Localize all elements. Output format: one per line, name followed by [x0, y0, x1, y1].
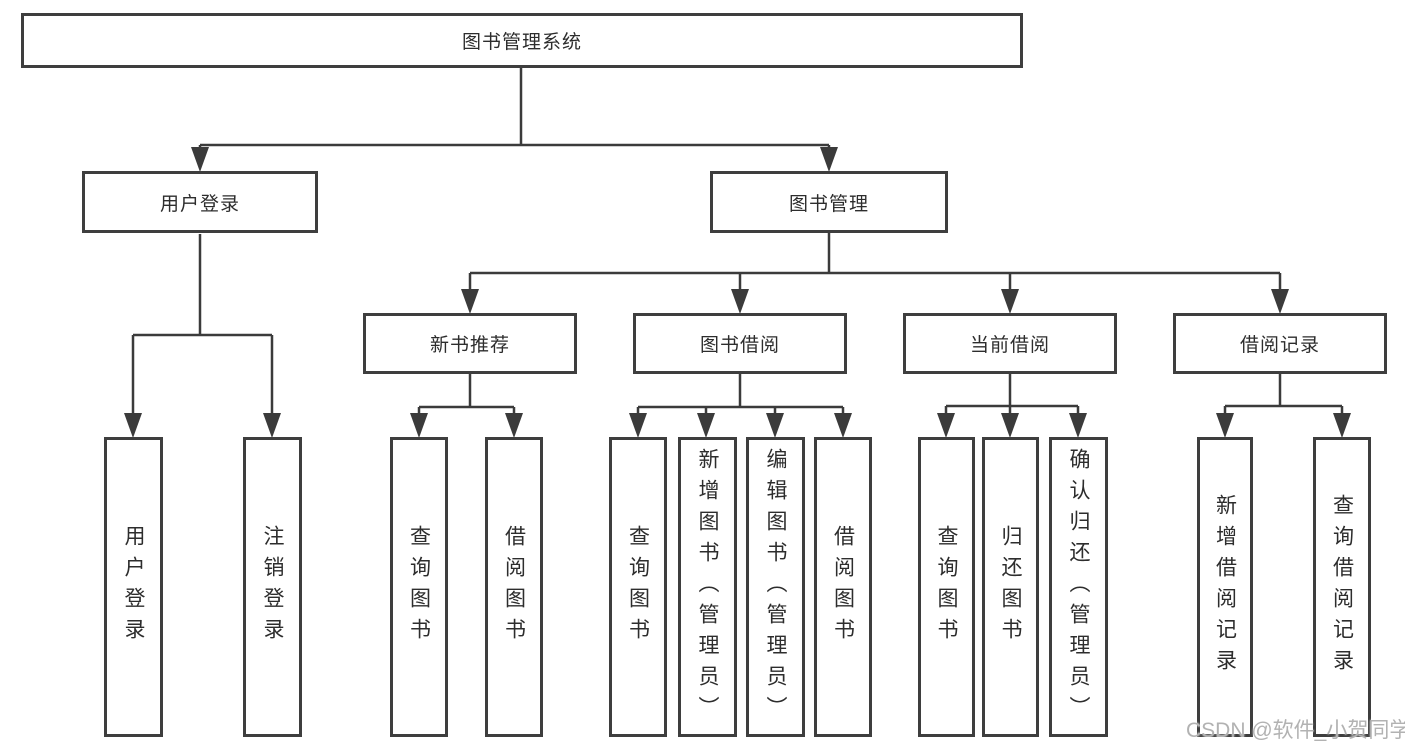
leaf-borrow-books-recommend: 借阅图书: [485, 437, 543, 737]
node-label: 借阅记录: [1239, 335, 1320, 356]
node-book-borrow: 图书借阅: [633, 313, 847, 374]
node-label: 图书借阅: [699, 335, 780, 356]
node-label: 新增借阅记录: [1213, 494, 1237, 680]
leaf-return-books: 归还图书: [982, 437, 1039, 737]
leaf-edit-books-admin: 编辑图书（管理员）: [746, 437, 805, 737]
node-label: 借阅图书: [502, 525, 526, 649]
leaf-confirm-return-admin: 确认归还（管理员）: [1049, 437, 1108, 737]
leaf-add-borrow-record: 新增借阅记录: [1197, 437, 1253, 737]
leaf-add-books-admin: 新增图书（管理员）: [678, 437, 737, 737]
node-label: 图书管理系统: [461, 32, 582, 53]
node-label: 借阅图书: [831, 525, 855, 649]
csdn-watermark: CSDN @软件_小贺同学: [1186, 719, 1405, 742]
node-library-management-system: 图书管理系统: [21, 13, 1023, 68]
node-label: 查询图书: [935, 525, 958, 649]
node-label: 用户登录: [122, 525, 145, 649]
node-label: 用户登录: [159, 193, 240, 215]
leaf-logout: 注销登录: [243, 437, 302, 737]
node-label: 查询图书: [626, 525, 650, 649]
node-label: 编辑图书（管理员）: [764, 447, 787, 727]
node-current-borrow: 当前借阅: [903, 313, 1117, 374]
node-book-management: 图书管理: [710, 171, 948, 233]
node-label: 确认归还（管理员）: [1067, 447, 1090, 727]
leaf-query-books-borrow: 查询图书: [609, 437, 667, 737]
leaf-query-books-current: 查询图书: [918, 437, 975, 737]
node-label: 查询借阅记录: [1330, 494, 1354, 680]
node-label: 注销登录: [261, 525, 284, 649]
node-borrow-records: 借阅记录: [1173, 313, 1387, 374]
node-label: 图书管理: [788, 193, 869, 215]
node-label: 归还图书: [999, 525, 1022, 649]
node-user-login: 用户登录: [82, 171, 318, 233]
node-label: 新增图书（管理员）: [696, 447, 719, 727]
leaf-query-books-recommend: 查询图书: [390, 437, 448, 737]
node-label: 新书推荐: [429, 335, 510, 356]
node-label: 查询图书: [407, 525, 431, 649]
leaf-query-borrow-record: 查询借阅记录: [1313, 437, 1371, 737]
leaf-user-login: 用户登录: [104, 437, 163, 737]
leaf-borrow-books: 借阅图书: [814, 437, 872, 737]
node-label: 当前借阅: [969, 335, 1050, 356]
node-new-book-recommend: 新书推荐: [363, 313, 577, 374]
